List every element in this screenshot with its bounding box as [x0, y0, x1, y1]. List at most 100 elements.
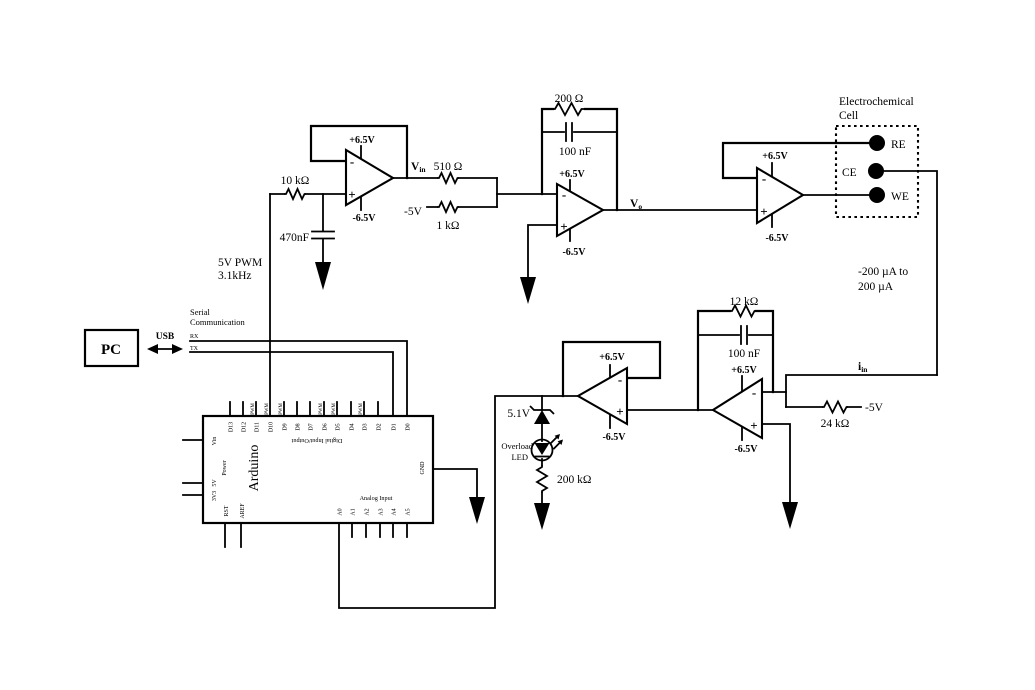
wire-gnd: [432, 468, 478, 499]
gnd-pin-label: GND: [420, 461, 426, 475]
opamp3-minus-sign: -: [762, 171, 766, 186]
led-triangle: [534, 443, 550, 455]
pwm-tag-d3: PWM: [359, 403, 364, 415]
wire-filter-cap: [311, 193, 335, 264]
pin-aref: AREF: [240, 503, 246, 519]
pwm-tag-d9: PWM: [279, 403, 284, 415]
wire-rx: [189, 340, 408, 417]
pwm-tag-d5: PWM: [332, 403, 337, 415]
pin-rst: RST: [224, 505, 230, 516]
pin-d6: D6: [323, 423, 329, 430]
we-terminal: [869, 187, 885, 203]
pin-d3: D3: [363, 423, 369, 430]
re-label: RE: [891, 139, 906, 151]
wires: [182, 107, 938, 609]
pin-a3: A3: [379, 508, 385, 515]
wire-tx: [189, 351, 394, 417]
arduino-rst-aref-stubs: [224, 522, 242, 548]
arduino-board: [201, 414, 435, 525]
zener-triangle: [534, 410, 550, 424]
opamp1-minus-sign: -: [350, 154, 354, 169]
re-terminal: [869, 135, 885, 151]
arduino-left-pin-stubs: [182, 439, 204, 496]
resistor-12k-label: 12 kΩ: [730, 296, 759, 308]
overload-led-label-1: Overload: [501, 441, 533, 451]
ce-label: CE: [842, 167, 857, 179]
ground-icon: [782, 502, 798, 529]
pin-a2: A2: [365, 508, 371, 515]
iin-label: iin: [858, 361, 868, 374]
wire-overload-to-a0: [338, 395, 579, 609]
pin-d10: D10: [269, 422, 275, 432]
opamp4-vminus: -6.5V: [602, 432, 626, 443]
arduino-title: Arduino: [247, 445, 262, 492]
digital-section-label: Digital Input/Output: [291, 437, 342, 444]
pwm-label-2: 3.1kHz: [218, 270, 252, 282]
rx-label: RX: [190, 334, 199, 340]
ground-icon: [315, 262, 331, 290]
resistors: [284, 101, 848, 493]
opamp5-transimpedance: [710, 377, 764, 440]
opamp2-vplus: +6.5V: [559, 169, 585, 180]
ce-terminal: [868, 163, 884, 179]
cell-boundary: [834, 124, 920, 219]
neg5v-label-2: -5V: [865, 402, 884, 414]
analog-section-label: Analog Input: [360, 495, 393, 502]
pin-d5: D5: [336, 423, 342, 430]
usb-arrow-left-head: [147, 344, 158, 354]
overload-led-label-2: LED: [511, 452, 528, 462]
resistor-24k: [822, 399, 848, 415]
resistor-200-label: 200 Ω: [555, 93, 584, 105]
opamp5-minus-sign: -: [752, 385, 756, 400]
opamp5-plus-sign: +: [750, 418, 757, 433]
pwm-tag-d6: PWM: [319, 403, 324, 415]
wire-iin: [785, 374, 938, 408]
we-label: WE: [891, 191, 909, 203]
current-range-1: -200 µA to: [858, 266, 908, 278]
opamp1-plus-sign: +: [348, 187, 355, 202]
pin-d7: D7: [309, 423, 315, 430]
cell-title-2: Cell: [839, 110, 858, 122]
current-range-2: 200 µA: [858, 281, 894, 293]
led-arrowhead: [557, 439, 563, 445]
pwm-label-1: 5V PWM: [218, 257, 262, 269]
resistor-10k-label: 10 kΩ: [281, 175, 310, 187]
wire-re-feedback: [721, 141, 871, 180]
pin-d4: D4: [350, 423, 356, 430]
pin-a5: A5: [406, 508, 412, 515]
wire-opamp1-feedback: [309, 124, 409, 180]
pin-a4: A4: [392, 508, 398, 515]
opamp2-minus-sign: -: [562, 187, 566, 202]
wire-tia-feedback: [696, 309, 775, 412]
zener-diode: [529, 405, 555, 424]
resistor-24k-label: 24 kΩ: [821, 418, 850, 430]
wire-opamp2-feedback: [540, 107, 619, 212]
usb-arrow-icon: [147, 344, 183, 354]
opamp2-vminus: -6.5V: [562, 247, 586, 258]
pwm-tag-d11: PWM: [251, 403, 256, 415]
resistor-1k: [437, 199, 459, 215]
pin-d12: D12: [242, 422, 248, 432]
opamp3-vplus: +6.5V: [762, 151, 788, 162]
opamp5-vminus: -6.5V: [734, 444, 758, 455]
pin-a1: A1: [351, 508, 357, 515]
opamp2-inverting: [555, 182, 606, 238]
pin-d9: D9: [283, 423, 289, 430]
led-arrowhead: [554, 434, 560, 440]
opamp4-overload-buffer: [575, 366, 629, 426]
wire-opamp2-plus-gnd: [527, 224, 558, 279]
pin-d11: D11: [255, 422, 261, 432]
wire-buffer-feedback: [561, 340, 662, 398]
vo-label: Vo: [630, 198, 642, 211]
pc-box: [83, 328, 140, 368]
capacitor-470nf-label: 470nF: [280, 232, 309, 244]
pwm-tag-d10: PWM: [265, 403, 270, 415]
resistor-200: [553, 101, 585, 117]
usb-arrow-right-head: [172, 344, 183, 354]
opamp3-control: [755, 166, 806, 225]
opamp5-vplus: +6.5V: [731, 365, 757, 376]
resistor-200k: [535, 465, 549, 493]
pin-d2: D2: [377, 423, 383, 430]
